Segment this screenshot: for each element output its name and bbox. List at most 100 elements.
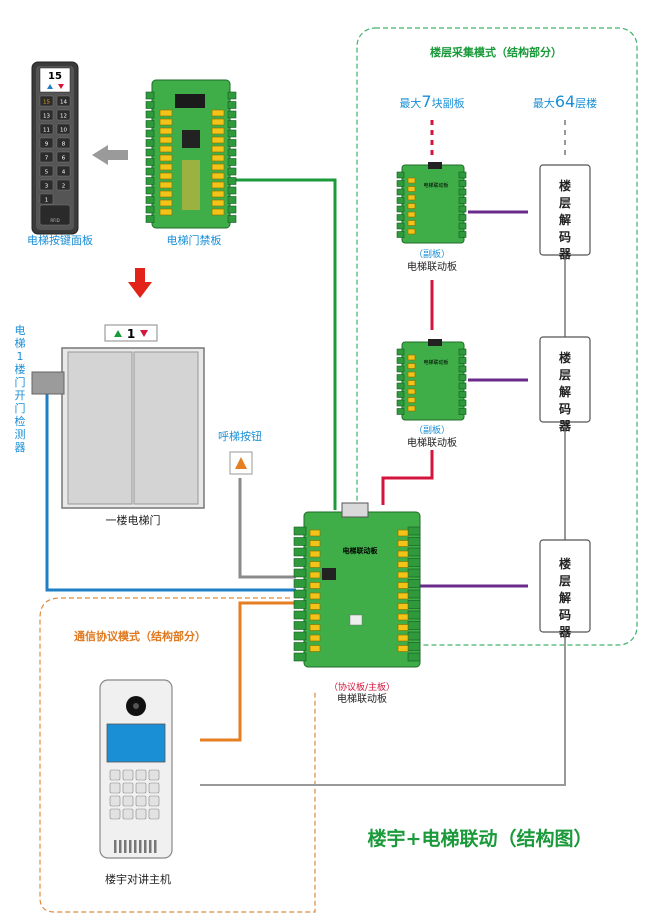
keypad-button	[56, 151, 71, 163]
terminal-block	[397, 603, 409, 610]
terminal-block	[396, 357, 405, 364]
detector-label-char: 梯	[15, 337, 26, 350]
grille-slot	[129, 840, 132, 853]
decoder-to-intercom-wire	[200, 632, 566, 786]
sub-linkage-board-1: 电梯联动板	[396, 162, 467, 244]
terminal-block	[396, 374, 405, 381]
intercom-key	[122, 795, 134, 807]
terminal-block	[227, 91, 237, 100]
keypad-button	[56, 179, 71, 191]
detector-label-char: 测	[15, 428, 26, 441]
terminal-block	[227, 186, 237, 195]
terminal-block	[458, 357, 467, 364]
terminal-block	[407, 380, 416, 386]
terminal-block	[407, 194, 416, 201]
intercom-label: 楼宇对讲主机	[105, 872, 171, 886]
terminal-block	[211, 154, 225, 162]
terminal-block	[293, 642, 307, 651]
terminal-block	[159, 127, 173, 135]
terminal-block	[309, 592, 321, 600]
intercom-key	[135, 769, 147, 781]
terminal-block	[407, 610, 421, 620]
grille-slot	[144, 840, 147, 853]
terminal-block	[397, 645, 409, 652]
terminal-block	[458, 399, 467, 407]
decoder-label-char: 器	[558, 247, 572, 261]
terminal-block	[397, 540, 409, 547]
board-connector	[428, 162, 442, 169]
keypad-button-label: 2	[62, 184, 66, 190]
terminal-block	[227, 177, 237, 185]
keypad-button-label: 6	[62, 156, 66, 162]
main-board-name: 电梯联动板	[337, 692, 387, 705]
terminal-block	[293, 558, 307, 567]
terminal-block	[397, 634, 409, 642]
detector-label-char: 检	[15, 414, 26, 428]
floor-display	[39, 67, 71, 93]
terminal-block	[309, 634, 321, 642]
terminal-block	[396, 399, 405, 407]
intercom-key	[122, 782, 134, 794]
floor-mode-title: 楼层采集模式（结构部分）	[430, 45, 562, 59]
keypad-button-label: 14	[60, 100, 67, 106]
terminal-block	[458, 188, 467, 196]
terminal-block	[396, 231, 405, 238]
access-control-board	[145, 79, 237, 229]
call-button-wire	[238, 478, 296, 579]
decoder-label-char: 层	[559, 368, 571, 382]
door-floor-number: 1	[127, 327, 135, 341]
terminal-block	[227, 120, 237, 128]
terminal-block	[396, 197, 405, 204]
terminal-block	[397, 550, 409, 558]
terminal-block	[458, 382, 467, 390]
detector-label-char: 器	[15, 441, 26, 454]
call-button-label: 呼梯按钮	[218, 429, 262, 443]
terminal-block	[458, 408, 467, 415]
terminal-block	[407, 228, 416, 235]
max-sub-number: 7	[421, 92, 431, 111]
rfid-label: RFID	[50, 218, 59, 223]
terminal-block	[293, 568, 307, 578]
decoder-label-char: 码	[559, 608, 571, 622]
terminal-block	[309, 571, 321, 579]
terminal-block	[407, 354, 416, 361]
terminal-block	[211, 109, 225, 117]
intercom-key	[109, 769, 121, 781]
intercom-key	[135, 782, 147, 794]
terminal-block	[309, 603, 321, 610]
comm-mode-region	[39, 597, 316, 913]
sub-board-1-label: 电梯联动板	[407, 260, 457, 273]
terminal-block	[458, 374, 467, 381]
terminal-block	[145, 177, 155, 185]
terminal-block	[309, 561, 321, 568]
terminal-block	[397, 613, 409, 621]
terminal-block	[458, 180, 467, 187]
terminal-block	[407, 405, 416, 412]
terminal-block	[145, 205, 155, 214]
access-to-main-wire	[235, 178, 337, 510]
terminal-block	[211, 127, 225, 135]
terminal-block	[397, 592, 409, 600]
sub-board-1-silk: 电梯联动板	[423, 182, 448, 189]
max-sub-suffix: 块副板	[432, 96, 465, 110]
terminal-block	[407, 537, 421, 546]
terminal-block	[293, 610, 307, 620]
terminal-block	[309, 624, 321, 631]
arrow-left-icon	[92, 145, 128, 165]
intercom-key	[148, 808, 160, 820]
terminal-block	[396, 205, 405, 213]
terminal-block	[309, 550, 321, 558]
grille-slot	[139, 840, 142, 853]
decoder-label-char: 器	[558, 625, 572, 639]
decoder-label-char: 楼	[559, 556, 571, 571]
grille-slot	[134, 840, 137, 853]
terminal-block	[458, 365, 467, 373]
terminal-block	[293, 526, 307, 536]
terminal-block	[293, 589, 307, 599]
terminal-block	[458, 231, 467, 238]
terminal-block	[407, 558, 421, 567]
terminal-block	[309, 645, 321, 652]
intercom-key	[109, 782, 121, 794]
